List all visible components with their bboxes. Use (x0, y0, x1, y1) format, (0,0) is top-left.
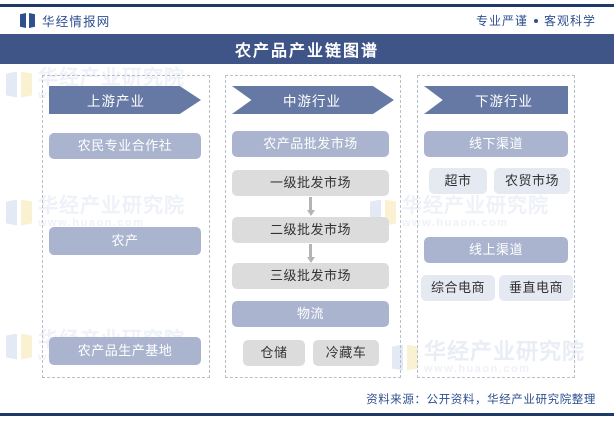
brand: 华经情报网 (20, 11, 111, 30)
node-box: 农贸市场 (494, 168, 570, 194)
node-box: 农产 (49, 227, 201, 255)
column-downstream (417, 75, 575, 378)
node-box: 一级批发市场 (232, 170, 389, 196)
down-arrow-icon (306, 197, 315, 216)
node-box: 三级批发市场 (232, 263, 389, 289)
down-arrow-icon (306, 244, 315, 263)
node-box: 农产品生产基地 (49, 337, 201, 365)
source-note: 资料来源：公开资料，华经产业研究院整理 (366, 394, 596, 406)
node-box: 农民专业合作社 (49, 133, 201, 159)
column-heading-downstream: 下游行业 (424, 86, 568, 114)
title-band: 农产品产业链图谱 (0, 34, 614, 64)
node-box: 农产品批发市场 (232, 131, 389, 157)
node-box: 垂直电商 (499, 275, 573, 301)
column-midstream (225, 75, 401, 378)
node-box: 冷藏车 (313, 340, 379, 366)
page-title: 农产品产业链图谱 (234, 43, 379, 60)
column-upstream (42, 75, 210, 378)
slogan-right: 客观科学 (543, 14, 596, 28)
brand-name: 华经情报网 (42, 15, 111, 29)
node-box: 仓储 (243, 340, 305, 366)
node-box: 物流 (232, 301, 389, 327)
chain-diagram (0, 64, 614, 384)
node-box: 二级批发市场 (232, 217, 389, 243)
node-box: 综合电商 (421, 275, 495, 301)
book-logo-icon (20, 13, 35, 28)
top-divider (0, 4, 614, 7)
node-box: 线上渠道 (424, 237, 568, 263)
column-heading-upstream: 上游产业 (49, 86, 201, 114)
bottom-divider (0, 413, 614, 416)
node-box: 线下渠道 (424, 131, 568, 157)
node-box: 超市 (429, 168, 487, 194)
bullet-dot-icon (533, 18, 538, 23)
page-header: 华经情报网 专业严谨 客观科学 (0, 7, 614, 34)
slogan: 专业严谨 客观科学 (476, 12, 596, 29)
slogan-left: 专业严谨 (475, 14, 528, 28)
column-heading-midstream: 中游行业 (232, 86, 394, 114)
